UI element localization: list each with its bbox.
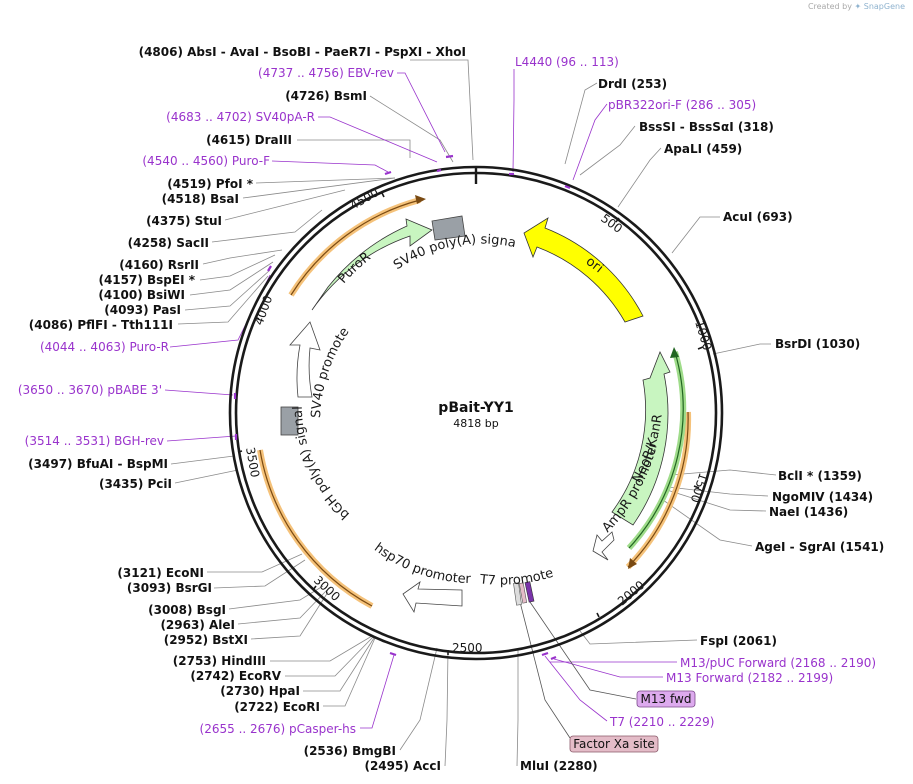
site-label[interactable]: (4726) BsmI xyxy=(285,89,367,103)
green-arc-arrowhead xyxy=(670,347,679,358)
feature-sv40-promoter[interactable] xyxy=(289,321,321,398)
feature-label-hsp70: hsp70 promoter xyxy=(371,540,471,587)
primer-label[interactable]: (3514 .. 3531) BGH-rev xyxy=(25,434,164,448)
site-label[interactable]: (4100) BsiWI xyxy=(98,288,185,302)
site-label[interactable]: (4160) RsrII xyxy=(119,258,199,272)
tick-marks xyxy=(237,192,704,655)
puror-orf-arrowhead xyxy=(415,195,426,204)
primer-label[interactable]: (2655 .. 2676) pCasper-hs xyxy=(200,722,356,736)
plasmid-length: 4818 bp xyxy=(453,417,498,430)
site-label[interactable]: BssSI - BssSαI (318) xyxy=(639,120,774,134)
puror-orf-arc-core xyxy=(290,199,421,296)
site-label[interactable]: (4519) PfoI * xyxy=(167,177,253,191)
m13-fwd-tag[interactable]: M13 fwd xyxy=(636,690,696,708)
feature-ampr-promoter[interactable] xyxy=(592,531,615,561)
tick-label: 2500 xyxy=(452,641,483,655)
site-label[interactable]: (3121) EcoNI xyxy=(117,566,204,580)
site-label[interactable]: (4157) BspEI * xyxy=(98,273,195,287)
site-label[interactable]: MluI (2280) xyxy=(520,759,598,773)
feature-bgh-polya[interactable] xyxy=(280,406,299,436)
site-label[interactable]: (2495) AccI xyxy=(364,759,441,773)
neokan-orf-arc-core xyxy=(627,411,689,568)
neokan-green-arc-core xyxy=(628,351,684,549)
primer-label[interactable]: L4440 (96 .. 113) xyxy=(515,55,619,69)
primer-label[interactable]: M13/pUC Forward (2168 .. 2190) xyxy=(680,656,876,670)
site-label[interactable]: (2952) BstXI xyxy=(164,633,248,647)
site-label[interactable]: FspI (2061) xyxy=(700,634,777,648)
site-label[interactable]: (2753) HindIII xyxy=(173,654,266,668)
tag-leader-lines xyxy=(519,601,637,739)
site-label[interactable]: NgoMIV (1434) xyxy=(772,490,873,504)
site-label[interactable]: (3497) BfuAI - BspMI xyxy=(28,457,168,471)
site-labels: (4806) AbsI - AvaI - BsoBI - PaeR7I - Ps… xyxy=(28,45,884,773)
tick-label: 1000 xyxy=(692,319,714,352)
site-label[interactable]: (2536) BmgBI xyxy=(304,744,396,758)
site-label[interactable]: (3093) BsrGI xyxy=(127,581,212,595)
primer-label[interactable]: pBR322ori-F (286 .. 305) xyxy=(608,98,756,112)
primer-label[interactable]: (4540 .. 4560) Puro-F xyxy=(142,154,270,168)
snapgene-logo-icon: ✦ xyxy=(854,2,862,11)
factor-xa-tag[interactable]: Factor Xa site xyxy=(569,735,659,753)
primer-labels: (4737 .. 4756) EBV-rev (4683 .. 4702) SV… xyxy=(18,55,876,736)
bgh-orf-arc-core xyxy=(259,449,373,607)
site-label[interactable]: NaeI (1436) xyxy=(769,505,848,519)
feature-t7-promoter[interactable] xyxy=(513,581,535,606)
site-label[interactable]: ApaLI (459) xyxy=(664,142,742,156)
primer-label[interactable]: M13 Forward (2182 .. 2199) xyxy=(666,671,833,685)
site-label[interactable]: (2730) HpaI xyxy=(220,684,300,698)
site-label[interactable]: (4518) BsaI xyxy=(162,192,239,206)
puror-orf-arc xyxy=(288,197,421,297)
neokan-orf-arrowhead xyxy=(628,558,637,569)
credit-prefix: Created by xyxy=(807,2,852,11)
site-label[interactable]: (4093) PasI xyxy=(104,303,181,317)
snapgene-credit: Created by ✦ SnapGene xyxy=(808,2,905,11)
site-label[interactable]: (4258) SacII xyxy=(128,236,209,250)
site-label[interactable]: BsrDI (1030) xyxy=(775,337,860,351)
feature-puror[interactable] xyxy=(311,218,433,311)
site-label[interactable]: (2742) EcoRV xyxy=(190,669,281,683)
tick-label: 3500 xyxy=(243,446,262,479)
factor-xa-tag-label: Factor Xa site xyxy=(573,737,655,751)
site-label[interactable]: (4615) DraIII xyxy=(206,133,292,147)
site-leader-lines xyxy=(170,59,777,767)
plasmid-name: pBait-YY1 xyxy=(438,400,513,416)
feature-hsp70-promoter[interactable] xyxy=(402,581,463,614)
feature-sv40-polya[interactable] xyxy=(431,215,466,241)
feature-label-puror: PuroR xyxy=(335,249,373,286)
primer-marks xyxy=(233,154,571,661)
primer-label[interactable]: (4737 .. 4756) EBV-rev xyxy=(258,66,394,80)
primer-label[interactable]: T7 (2210 .. 2229) xyxy=(609,715,714,729)
site-label[interactable]: (2963) AleI xyxy=(160,618,235,632)
primer-label[interactable]: (4044 .. 4063) Puro-R xyxy=(40,340,169,354)
m13-fwd-tag-label: M13 fwd xyxy=(641,692,692,706)
site-label[interactable]: AcuI (693) xyxy=(723,210,793,224)
feature-neor-kanr[interactable] xyxy=(611,351,671,526)
site-label[interactable]: (3435) PciI xyxy=(99,477,172,491)
site-label[interactable]: (4375) StuI xyxy=(146,214,222,228)
site-label[interactable]: DrdI (253) xyxy=(598,77,667,91)
tick-label: 4000 xyxy=(252,294,276,327)
site-label[interactable]: BclI * (1359) xyxy=(778,469,862,483)
feature-ori[interactable] xyxy=(523,217,644,323)
tick-label: 4500 xyxy=(348,185,381,212)
site-label[interactable]: (3008) BsgI xyxy=(148,603,226,617)
site-label[interactable]: (2722) EcoRI xyxy=(234,700,320,714)
credit-brand: SnapGene xyxy=(863,2,905,11)
feature-label-bgh: bGH poly(A) signal xyxy=(291,406,353,522)
site-label[interactable]: (4086) PflFI - Tth111I xyxy=(29,318,173,332)
site-label[interactable]: AgeI - SgrAI (1541) xyxy=(755,540,884,554)
site-label[interactable]: (4806) AbsI - AvaI - BsoBI - PaeR7I - Ps… xyxy=(139,45,466,59)
primer-label[interactable]: (4683 .. 4702) SV40pA-R xyxy=(166,110,315,124)
primer-label[interactable]: (3650 .. 3670) pBABE 3' xyxy=(18,383,162,397)
